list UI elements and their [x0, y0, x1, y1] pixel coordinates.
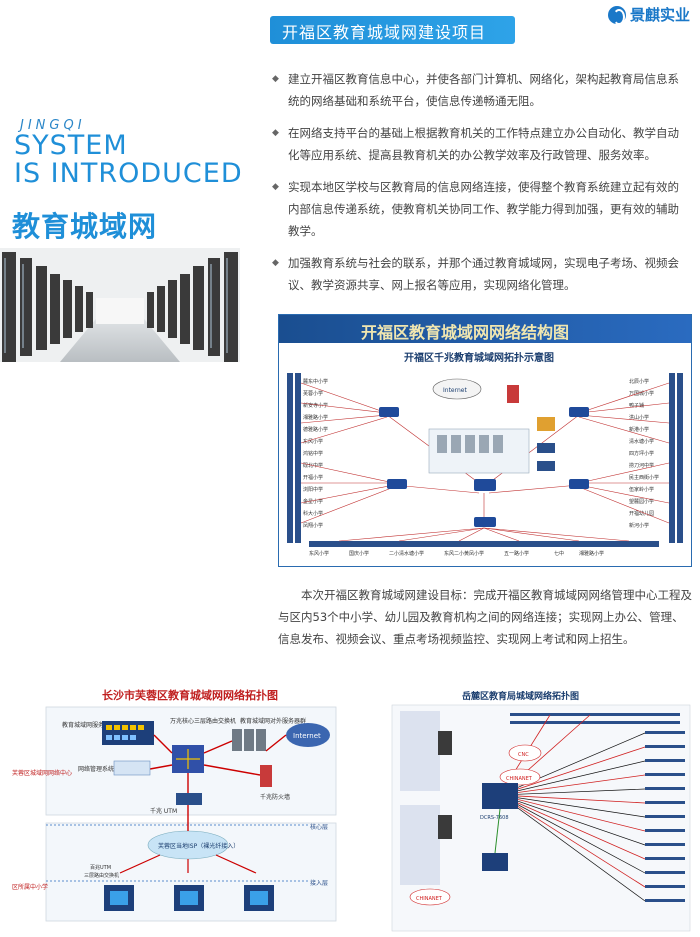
project-goal-paragraph: 本次开福区教育城域网建设目标：完成开福区教育城域网网络管理中心工程及与区内53个…	[278, 588, 692, 646]
bullet-item: 建立开福区教育信息中心，并使各部门计算机、网络化，架构起教育局信息系统的网络基础…	[270, 68, 690, 112]
brand-logo-icon	[607, 5, 626, 25]
side-heading-en-line2: IS INTRODUCED	[14, 158, 243, 189]
svg-text:新河小学: 新河小学	[629, 522, 649, 529]
fig2-left-schools: 区所属中小学	[12, 883, 48, 891]
fig2-firewall: 千兆防火墙	[260, 793, 290, 801]
svg-text:科大小学: 科大小学	[303, 510, 323, 517]
svg-text:金星小学: 金星小学	[303, 498, 323, 505]
svg-text:开福小学: 开福小学	[303, 474, 323, 481]
furong-topology-drawing: 长沙市芙蓉区教育城域网网络拓扑图 教育城域网服务器群 万兆核心三层路由交换机 教…	[10, 685, 348, 925]
svg-text:国庆小学: 国庆小学	[349, 550, 369, 557]
datacenter-racks-illustration	[0, 248, 240, 362]
svg-text:凤翔小学: 凤翔小学	[303, 522, 323, 529]
bullet-item: 在网络支持平台的基础上根据教育机关的工作特点建立办公自动化、教学自动化等应用系统…	[270, 122, 690, 166]
fig2-utm: 千兆 UTM	[150, 807, 177, 815]
fig3-title: 岳麓区教育局城域网络拓扑图	[462, 690, 579, 702]
fig3-chinanet: CHINANET	[506, 776, 533, 782]
header-title-bar: 开福区教育城域网建设项目	[270, 16, 515, 44]
svg-text:德雅路小学: 德雅路小学	[303, 426, 328, 433]
svg-text:望麓园小学: 望麓园小学	[629, 498, 654, 505]
yuelu-topology-drawing: 岳麓区教育局城域网络拓扑图 CNC CHINANET CHINANET DCRS…	[390, 685, 695, 933]
fig2-isp: 芙蓉区当地ISP（裸光纤接入）	[158, 842, 239, 850]
svg-text:东风小学: 东风小学	[309, 550, 329, 557]
fig2-server-group: 教育城域网服务器群	[62, 721, 116, 729]
datacenter-photo	[0, 248, 240, 362]
fig2-mgmt: 网络管理系统	[78, 765, 114, 773]
furong-topology-diagram: 长沙市芙蓉区教育城域网网络拓扑图 教育城域网服务器群 万兆核心三层路由交换机 教…	[10, 685, 348, 925]
svg-text:新港小学: 新港小学	[629, 426, 649, 433]
fig3-cnc: CNC	[518, 752, 529, 758]
svg-text:伍家岭小学: 伍家岭小学	[629, 486, 654, 493]
svg-text:东风小学: 东风小学	[303, 438, 323, 445]
svg-text:麓东中小学: 麓东中小学	[303, 378, 328, 385]
fig2-school-dev2: 三层路由交换机	[84, 872, 119, 879]
diagram-banner-title: 开福区教育城域网网络结构图	[361, 323, 570, 342]
fig2-access-layer: 接入层	[310, 879, 328, 887]
side-brand-en: JINGQI	[20, 118, 86, 133]
diagram-banner: 开福区教育城域网网络结构图	[279, 315, 691, 343]
svg-text:洪山小学: 洪山小学	[629, 414, 649, 421]
svg-text:开福幼儿园: 开福幼儿园	[629, 510, 654, 517]
svg-text:新安寺小学: 新安寺小学	[303, 402, 328, 409]
fig3-core: DCRS-7608	[480, 815, 509, 821]
svg-text:芙蓉小学: 芙蓉小学	[303, 390, 323, 397]
diagram-subtitle: 开福区千兆教育城域网拓扑示意图	[404, 351, 554, 364]
page-title: 开福区教育城域网建设项目	[282, 23, 487, 42]
svg-text:浏阳中学: 浏阳中学	[303, 486, 323, 493]
fig2-left-center: 芙蓉区城域网网络中心	[12, 769, 72, 777]
svg-text:东风二小黄凤小学: 东风二小黄凤小学	[444, 550, 484, 557]
svg-text:七中: 七中	[554, 550, 564, 557]
svg-text:湘雅路小学: 湘雅路小学	[579, 550, 604, 557]
svg-text:二小清水塘小学: 二小清水塘小学	[389, 550, 424, 557]
svg-text:鸭子铺: 鸭子铺	[629, 402, 644, 409]
yuelu-topology-diagram: 岳麓区教育局城域网络拓扑图 CNC CHINANET CHINANET DCRS…	[390, 685, 695, 933]
svg-text:清水塘小学: 清水塘小学	[629, 438, 654, 445]
svg-text:捞刀河中学: 捞刀河中学	[629, 462, 654, 469]
brand-name: 景麒实业	[629, 6, 690, 24]
svg-text:鸿铭中学: 鸿铭中学	[303, 450, 323, 457]
bullet-item: 实现本地区学校与区教育局的信息网络连接，使得整个教育系统建立起有效的内部信息传递…	[270, 176, 690, 242]
svg-text:民主西街小学: 民主西街小学	[629, 474, 659, 481]
fig2-internet: Internet	[293, 732, 321, 740]
brand: 景麒实业	[607, 4, 690, 25]
side-heading-en-line1: SYSTEM	[14, 130, 128, 161]
svg-text:四方坪小学: 四方坪小学	[629, 450, 654, 457]
bullet-item: 加强教育系统与社会的联系，并那个通过教育城域网，实现电子考场、视频会议、教学资源…	[270, 252, 690, 296]
fig2-core-layer: 核心层	[310, 823, 328, 831]
svg-text:北辰小学: 北辰小学	[629, 378, 649, 385]
svg-text:五一路小学: 五一路小学	[504, 550, 529, 557]
fig2-ext-server: 教育城域网对外服务器群	[240, 717, 306, 725]
side-heading-en: SYSTEM IS INTRODUCED	[14, 132, 243, 188]
fig2-title: 长沙市芙蓉区教育城域网网络拓扑图	[102, 688, 278, 702]
svg-text:万国城小学: 万国城小学	[629, 390, 654, 397]
diagram-internet-label: Internet	[443, 387, 467, 394]
fig3-chinanet-bottom: CHINANET	[416, 896, 443, 902]
svg-text:湘雅路小学: 湘雅路小学	[303, 414, 328, 421]
bullet-list: 建立开福区教育信息中心，并使各部门计算机、网络化，架构起教育局信息系统的网络基础…	[270, 68, 690, 306]
fig2-school-dev1: 百兆UTM	[90, 864, 111, 871]
fig2-core-label: 万兆核心三层路由交换机	[170, 717, 236, 725]
network-structure-diagram: 开福区教育城域网网络结构图 开福区千兆教育城域网拓扑示意图 麓东中小学芙蓉小学新…	[278, 314, 692, 567]
side-heading-cn: 教育城域网	[12, 210, 158, 243]
